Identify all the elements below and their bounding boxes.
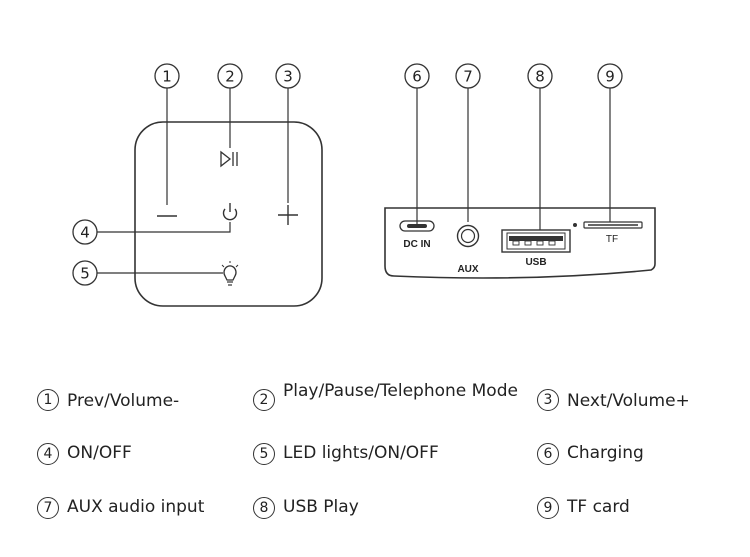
svg-text:1: 1 xyxy=(162,68,172,86)
legend-item-7: 7 AUX audio input xyxy=(37,496,204,519)
svg-text:4: 4 xyxy=(80,224,90,242)
svg-text:7: 7 xyxy=(463,68,473,86)
legend-num-4: 4 xyxy=(37,443,59,465)
callout-8: 8 xyxy=(527,63,553,230)
legend-label-9: TF card xyxy=(567,497,630,517)
usb-port xyxy=(501,229,571,253)
legend-item-2: 2 Play/Pause/Telephone Mode xyxy=(253,383,528,411)
legend-label-1: Prev/Volume- xyxy=(67,391,180,411)
legend-num-5: 5 xyxy=(253,443,275,465)
port-panel-outline xyxy=(384,207,656,279)
usb-label: USB xyxy=(525,257,546,268)
aux-label: AUX xyxy=(457,264,478,275)
legend-item-4: 4 ON/OFF xyxy=(37,442,132,465)
callout-6: 6 xyxy=(404,63,430,224)
legend-num-7: 7 xyxy=(37,497,59,519)
svg-text:8: 8 xyxy=(535,68,545,86)
legend-item-3: 3 Next/Volume+ xyxy=(537,388,690,411)
legend-num-6: 6 xyxy=(537,443,559,465)
light-bulb-icon xyxy=(221,261,239,286)
legend-num-3: 3 xyxy=(537,389,559,411)
legend-label-6: Charging xyxy=(567,443,644,463)
callout-7: 7 xyxy=(455,63,481,222)
legend-num-1: 1 xyxy=(37,389,59,411)
legend-item-1: 1 Prev/Volume- xyxy=(37,388,179,411)
plus-icon xyxy=(278,205,298,225)
legend-item-9: 9 TF card xyxy=(537,496,630,519)
dc-in-label: DC IN xyxy=(403,239,430,250)
legend-item-5: 5 LED lights/ON/OFF xyxy=(253,442,439,465)
svg-text:6: 6 xyxy=(412,68,422,86)
svg-text:2: 2 xyxy=(225,68,235,86)
legend-label-4: ON/OFF xyxy=(67,443,132,463)
play-pause-icon xyxy=(220,150,238,168)
tf-card-slot xyxy=(583,221,643,229)
callout-1: 1 xyxy=(154,63,180,205)
aux-port xyxy=(456,224,480,248)
legend-label-3: Next/Volume+ xyxy=(567,391,690,411)
legend-label-7: AUX audio input xyxy=(67,497,205,517)
power-icon xyxy=(222,203,238,221)
callout-2: 2 xyxy=(217,63,243,148)
callout-4: 4 xyxy=(72,219,231,245)
svg-text:3: 3 xyxy=(283,68,293,86)
legend-label-8: USB Play xyxy=(283,497,359,517)
device-diagram: 1 2 3 4 xyxy=(72,63,656,307)
svg-text:5: 5 xyxy=(80,265,90,283)
indicator-dot xyxy=(573,223,577,227)
svg-text:9: 9 xyxy=(605,68,615,86)
callout-5: 5 xyxy=(72,260,223,286)
legend-num-2: 2 xyxy=(253,389,275,411)
callout-9: 9 xyxy=(597,63,623,222)
legend-label-2: Play/Pause/Telephone Mode xyxy=(283,381,518,401)
tf-label: TF xyxy=(606,234,618,245)
legend-label-5: LED lights/ON/OFF xyxy=(283,443,439,463)
legend-num-8: 8 xyxy=(253,497,275,519)
control-panel-outline xyxy=(134,121,323,307)
legend-num-9: 9 xyxy=(537,497,559,519)
callout-3: 3 xyxy=(275,63,301,203)
dc-in-port xyxy=(399,220,435,232)
legend-item-8: 8 USB Play xyxy=(253,496,359,519)
legend-item-6: 6 Charging xyxy=(537,442,644,465)
